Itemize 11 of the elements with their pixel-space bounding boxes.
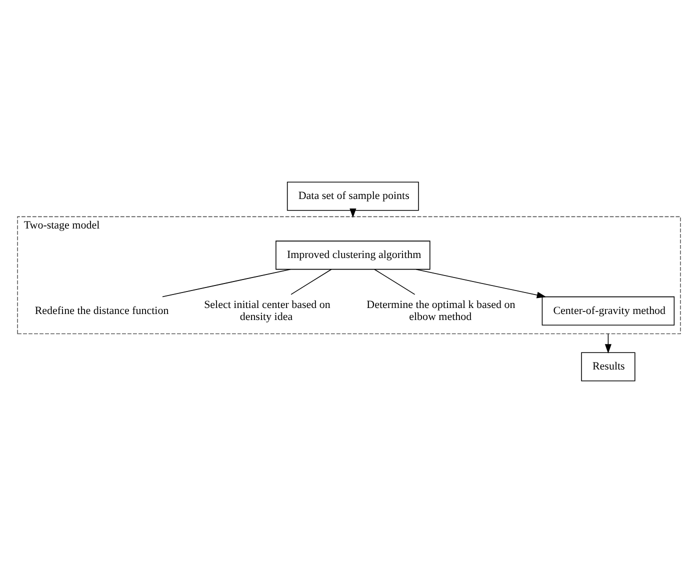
- node-text: Select initial center based on density idea: [204, 298, 330, 323]
- connector: [374, 268, 416, 295]
- node-box: Center-of-gravity method: [542, 296, 675, 326]
- node-text: Redefine the distance function: [34, 304, 169, 317]
- connector: [162, 268, 291, 298]
- node-box: Improved clustering algorithm: [276, 240, 430, 270]
- arrow: [416, 268, 546, 298]
- connector: [290, 268, 332, 295]
- node-box: Results: [581, 352, 636, 382]
- arrow: [604, 333, 612, 354]
- node-text: Determine the optimal k based on elbow method: [366, 298, 516, 323]
